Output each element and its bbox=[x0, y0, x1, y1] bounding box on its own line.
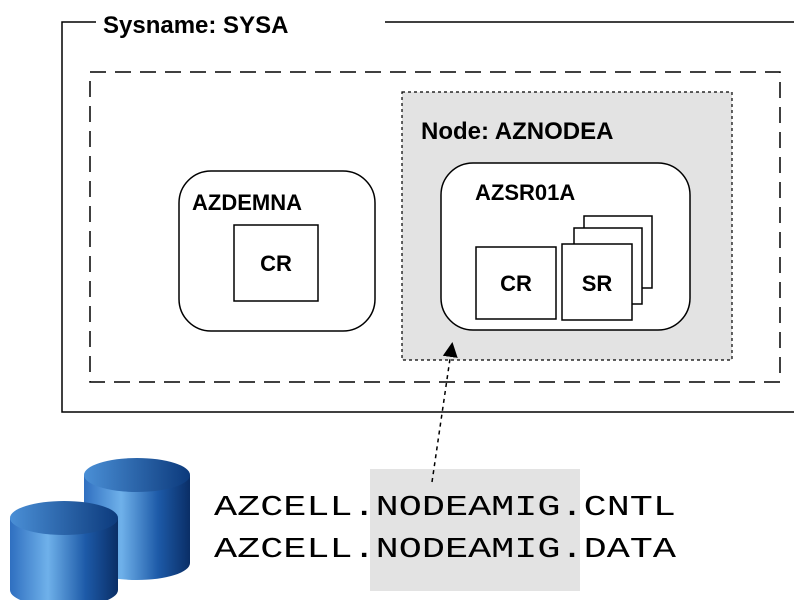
app-server: AZSR01A CR SR bbox=[440, 162, 691, 331]
dataset-line-2: AZCELL.NODEAMIG.DATA bbox=[214, 533, 677, 566]
demon-cr-label: CR bbox=[260, 251, 292, 276]
cr-box bbox=[475, 246, 557, 320]
demon-server-name: AZDEMNA bbox=[192, 190, 302, 215]
sr-stack bbox=[561, 215, 653, 321]
dataset-list: AZCELL.NODEAMIG.CNTL AZCELL.NODEAMIG.DAT… bbox=[214, 491, 677, 566]
demon-server: AZDEMNA CR bbox=[178, 170, 376, 332]
database-icon bbox=[10, 458, 190, 600]
demon-cr-box bbox=[233, 224, 319, 302]
app-server-name: AZSR01A bbox=[475, 180, 575, 205]
node-label: Node: AZNODEA bbox=[421, 118, 613, 145]
sr-label: SR bbox=[582, 271, 613, 296]
system-frame bbox=[61, 21, 794, 413]
cr-label: CR bbox=[500, 271, 532, 296]
dataset-line-1: AZCELL.NODEAMIG.CNTL bbox=[214, 491, 676, 524]
system-label: Sysname: SYSA bbox=[103, 12, 288, 39]
migration-arrow bbox=[431, 342, 458, 483]
dataset-highlight bbox=[370, 469, 580, 591]
